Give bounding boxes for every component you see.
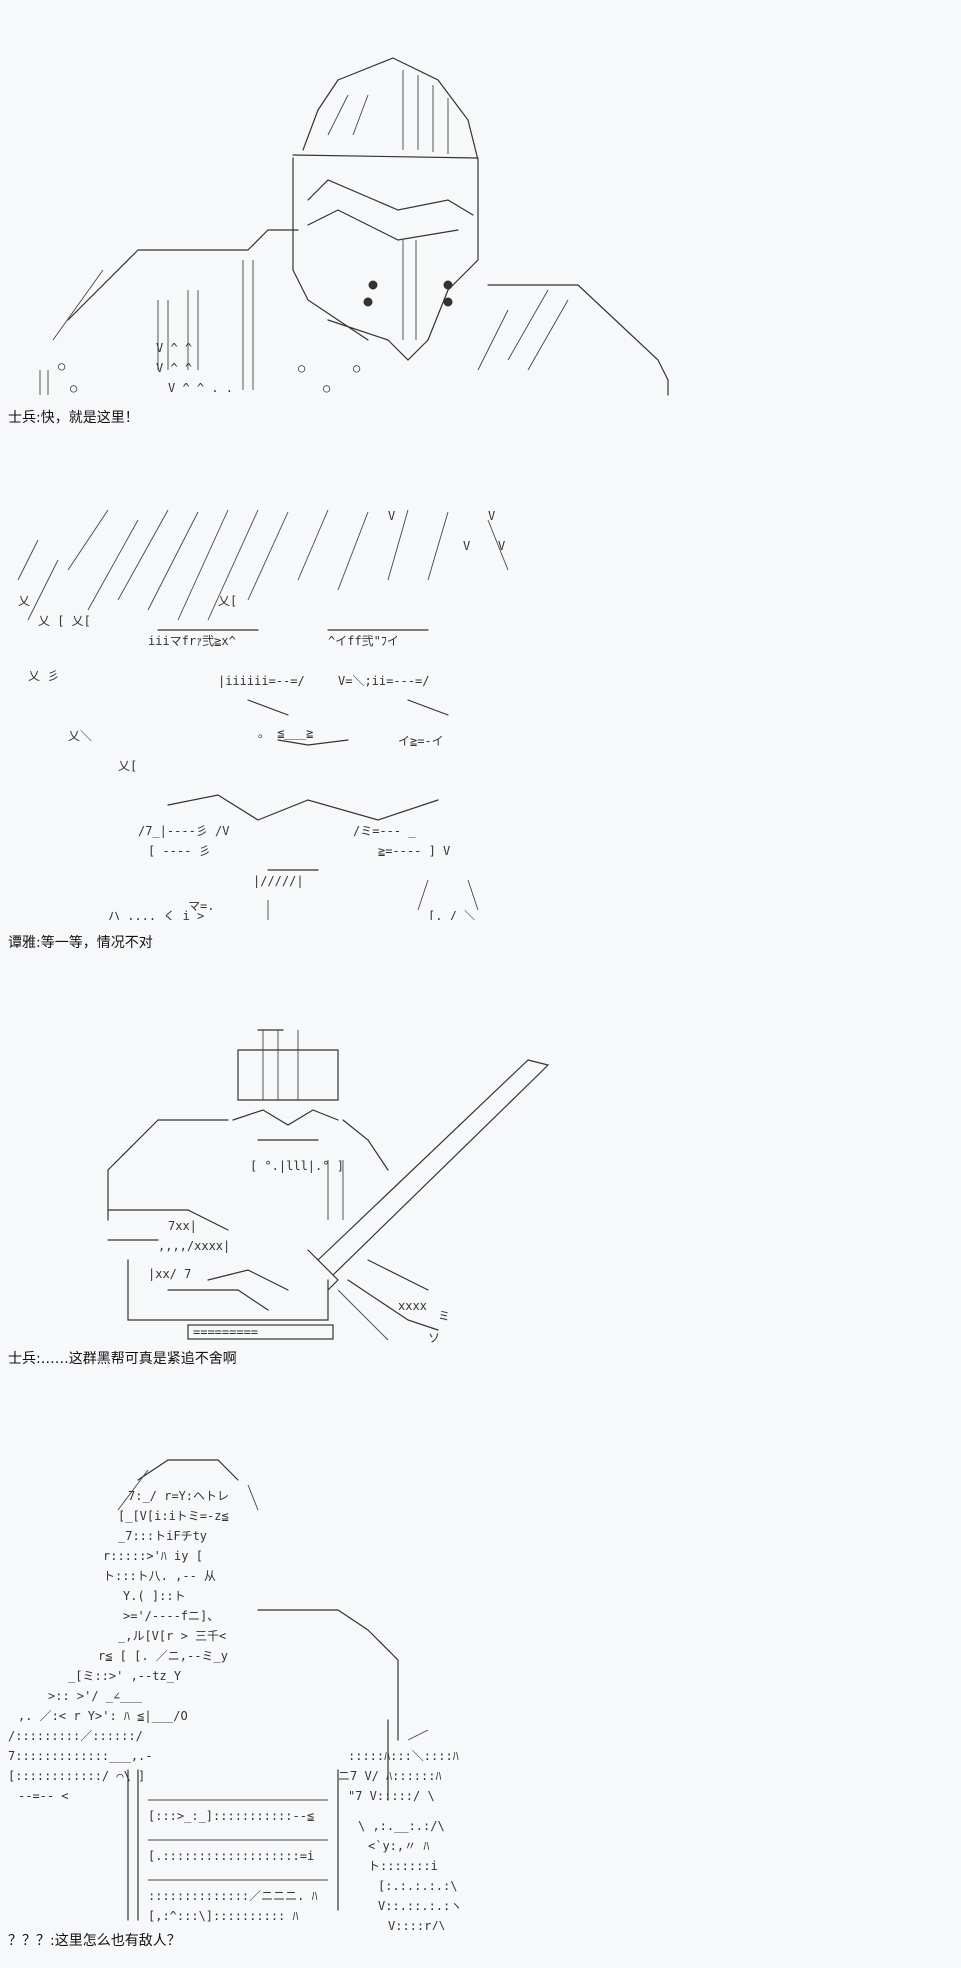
- svg-text:|iiiiii=--=/: |iiiiii=--=/: [218, 674, 305, 688]
- svg-text:/7_|----彡 /V: /7_|----彡 /V: [138, 824, 229, 838]
- svg-text:[::::::::::::/ ⌒\ ]: [::::::::::::/ ⌒\ ]: [8, 1769, 145, 1783]
- svg-text:[ °.|lll|.° ]: [ °.|lll|.° ]: [250, 1159, 344, 1173]
- svg-text:乂＼: 乂＼: [68, 729, 92, 743]
- svg-text:V ^ ^ . .: V ^ ^ . .: [168, 381, 233, 395]
- svg-text:≧=---- ] V: ≧=---- ] V: [378, 844, 450, 858]
- svg-text:○: ○: [70, 381, 77, 395]
- svg-text:乂[: 乂[: [118, 759, 137, 773]
- svg-text:_,ル[V[r > 三千<: _,ル[V[r > 三千<: [118, 1629, 226, 1643]
- svg-text:r:::::>'ﾊ iy [: r:::::>'ﾊ iy [: [103, 1549, 203, 1563]
- svg-text:V=＼;ii=---=/: V=＼;ii=---=/: [338, 674, 429, 688]
- svg-text:7:_/ r=Y:ヘトレ: 7:_/ r=Y:ヘトレ: [128, 1489, 229, 1503]
- svg-text:<`y:,〃 ﾊ: <`y:,〃 ﾊ: [368, 1839, 429, 1853]
- svg-text:[:::>_:_]:::::::::::--≦: [:::>_:_]:::::::::::--≦: [148, 1809, 314, 1823]
- svg-text:ニ7 V/ ﾊ::::::ﾊ: ニ7 V/ ﾊ::::::ﾊ: [338, 1769, 441, 1783]
- svg-text::::::ﾊ:::＼::::ﾊ: :::::ﾊ:::＼::::ﾊ: [348, 1749, 459, 1763]
- svg-text:[ ---- 彡: [ ---- 彡: [148, 844, 211, 858]
- svg-text:V::.::.:.:ヽ: V::.::.:.:ヽ: [378, 1899, 462, 1913]
- svg-text:イ≧=-イ: イ≧=-イ: [398, 734, 444, 748]
- svg-text:,. ／:< r Y>': ﾊ ≦|___/O: ,. ／:< r Y>': ﾊ ≦|___/O: [18, 1709, 188, 1723]
- svg-text:^イff弐"ﾌイ: ^イff弐"ﾌイ: [328, 634, 399, 648]
- svg-text:\ ,:.__:.:/\: \ ,:.__:.:/\: [358, 1819, 445, 1833]
- svg-text:,,,,/xxxx|: ,,,,/xxxx|: [158, 1239, 230, 1253]
- svg-text:>:: >'/ _∠___: >:: >'/ _∠___: [48, 1689, 143, 1703]
- svg-text:ソ: ソ: [428, 1331, 440, 1345]
- svg-text:V: V: [488, 509, 495, 523]
- svg-text:乂[: 乂[: [218, 594, 237, 608]
- svg-text:V: V: [463, 539, 470, 553]
- svg-text:[.:::::::::::::::::::=i: [.:::::::::::::::::::=i: [148, 1849, 314, 1863]
- svg-text:V ^ ^: V ^ ^: [156, 341, 192, 355]
- svg-text:V: V: [498, 539, 505, 553]
- panel-4: 7:_/ r=Y:ヘトレ [_[V[i:iトミ=-z≦ _7:::トiFチty …: [8, 1440, 953, 1960]
- svg-text:=========: =========: [193, 1325, 258, 1339]
- svg-text:ト:::::::i: ト:::::::i: [368, 1859, 438, 1873]
- svg-text:7:::::::::::::___,.-: 7:::::::::::::___,.-: [8, 1749, 153, 1763]
- svg-text:"7 V:::::/ \: "7 V:::::/ \: [348, 1789, 435, 1803]
- panel-1: V ^ ^ V ^ ^ V ^ ^ . . ○ ○ ○ ○ ○ 士兵:快，就是这…: [8, 40, 953, 440]
- svg-text:[:.:.:.:.:\: [:.:.:.:.:\: [378, 1879, 457, 1893]
- panel-2: V V V V 乂 乂 [ 乂[ 乂 彡 乂＼ 乂[ 乂[ iiiマfrｧ弐≧x…: [8, 500, 953, 960]
- svg-text:乂 [ 乂[: 乂 [ 乂[: [38, 614, 91, 628]
- svg-text:|xx/ 7: |xx/ 7: [148, 1267, 191, 1281]
- svg-text:iiiマfrｧ弐≧x^: iiiマfrｧ弐≧x^: [148, 634, 236, 648]
- caption-1: 士兵:快，就是这里！: [8, 410, 139, 426]
- svg-text:/ミ=--- _: /ミ=--- _: [353, 824, 416, 838]
- svg-text:。 ≦___≧: 。 ≦___≧: [258, 726, 313, 740]
- mystery-figure-art: 7:_/ r=Y:ヘトレ [_[V[i:iトミ=-z≦ _7:::トiFチty …: [8, 1459, 462, 1930]
- svg-text:○: ○: [58, 359, 65, 373]
- svg-text:○: ○: [298, 361, 305, 375]
- svg-text:_7:::トiFチty: _7:::トiFチty: [118, 1529, 207, 1543]
- svg-text:ミ: ミ: [438, 1309, 450, 1323]
- svg-text:マ=.: マ=.: [188, 899, 214, 913]
- svg-text:[,:^:::\]:::::::::: ﾊ: [,:^:::\]:::::::::: ﾊ: [148, 1909, 299, 1923]
- svg-text:::::::::::::::／ニニニ. ﾊ: ::::::::::::::／ニニニ. ﾊ: [148, 1889, 318, 1903]
- caption-4: ？？？:这里怎么也有敌人？: [8, 1933, 181, 1949]
- svg-text:--=-- <: --=-- <: [18, 1789, 69, 1803]
- svg-text:V::::r/\: V::::r/\: [388, 1919, 446, 1930]
- svg-text:|/////|: |/////|: [253, 874, 304, 888]
- caption-2: 谭雅:等一等，情况不对: [8, 935, 153, 951]
- svg-text:_[ミ::>' ,--tz_Y: _[ミ::>' ,--tz_Y: [68, 1669, 182, 1683]
- svg-text:[_[V[i:iトミ=-z≦: [_[V[i:iトミ=-z≦: [118, 1509, 229, 1523]
- svg-text:[. / ＼: [. / ＼: [428, 909, 476, 920]
- caption-3: 士兵:……这群黑帮可真是紧追不舍啊: [8, 1351, 237, 1367]
- panel-3: [ °.|lll|.° ] 7xx| ,,,,/xxxx| |xx/ 7: [8, 1020, 953, 1390]
- svg-text:>='/----fニ]、: >='/----fニ]、: [123, 1609, 219, 1623]
- svg-text:7xx|: 7xx|: [168, 1219, 197, 1233]
- svg-text:乂: 乂: [18, 594, 30, 608]
- svg-text:r≦ [ [. ／ニ,--ミ_y: r≦ [ [. ／ニ,--ミ_y: [98, 1649, 228, 1663]
- svg-text:ト:::ト八. ,-- 从: ト:::ト八. ,-- 从: [103, 1569, 216, 1583]
- svg-text:V ^ ^: V ^ ^: [156, 361, 192, 375]
- svg-text:○: ○: [323, 381, 330, 395]
- svg-text:Y.( ]::ト: Y.( ]::ト: [123, 1589, 186, 1603]
- tanya-art: V V V V 乂 乂 [ 乂[ 乂 彡 乂＼ 乂[ 乂[ iiiマfrｧ弐≧x…: [17, 509, 509, 920]
- svg-text:V: V: [388, 509, 395, 523]
- svg-text:○: ○: [353, 361, 360, 375]
- soldier-sword-art: [ °.|lll|.° ] 7xx| ,,,,/xxxx| |xx/ 7: [107, 1029, 550, 1345]
- soldier-helmet-art: V ^ ^ V ^ ^ V ^ ^ . . ○ ○ ○ ○ ○: [39, 57, 669, 396]
- svg-text:xxxx: xxxx: [398, 1299, 427, 1313]
- svg-text:ハ ,... く i >: ハ ,... く i >: [108, 909, 204, 920]
- svg-text:/:::::::::／::::::/: /:::::::::／::::::/: [8, 1729, 143, 1743]
- svg-text:乂 彡: 乂 彡: [28, 669, 59, 683]
